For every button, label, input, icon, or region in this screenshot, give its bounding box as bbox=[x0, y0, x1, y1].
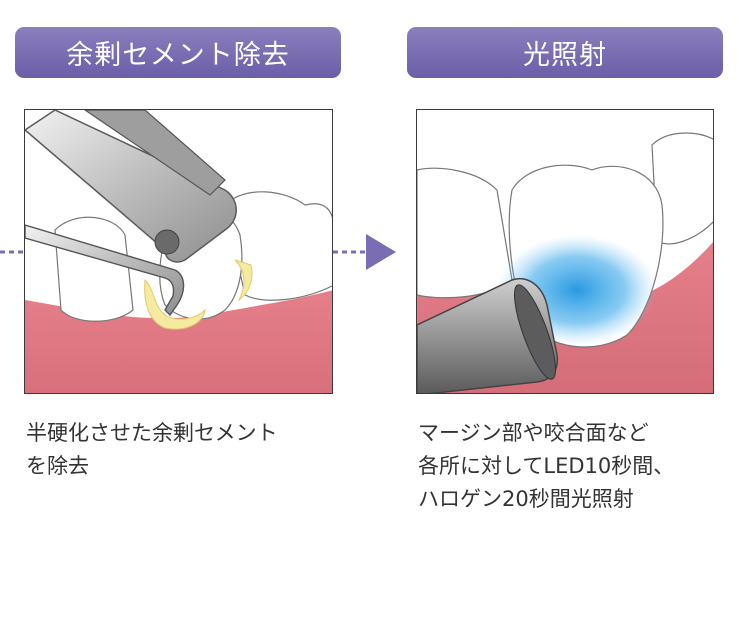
tooth-right bbox=[651, 132, 713, 245]
step1-title-badge: 余剰セメント除去 bbox=[15, 27, 341, 78]
step1-title: 余剰セメント除去 bbox=[66, 40, 290, 71]
step1-caption: 半硬化させた余剰セメント を除去 bbox=[26, 417, 336, 483]
arrow-right-icon bbox=[366, 234, 396, 270]
excess-cement bbox=[144, 278, 206, 330]
step2-caption-line2: 各所に対してLED10秒間、 bbox=[418, 454, 675, 478]
step2-caption-line3: ハロゲン20秒間光照射 bbox=[418, 487, 634, 511]
curing-tip-end bbox=[514, 284, 556, 380]
step2-caption-line1: マージン部や咬合面など bbox=[418, 421, 649, 445]
step2-caption: マージン部や咬合面など 各所に対してLED10秒間、 ハロゲン20秒間光照射 bbox=[418, 417, 738, 516]
forceps-pivot bbox=[154, 229, 180, 255]
step1-caption-line1: 半硬化させた余剰セメント bbox=[26, 421, 278, 445]
step-connector bbox=[0, 234, 396, 270]
forceps-instrument-icon bbox=[25, 110, 237, 263]
forceps-upper-jaw bbox=[83, 110, 226, 196]
tooth-left bbox=[54, 216, 134, 322]
excess-cement-right bbox=[234, 259, 253, 302]
step1-caption-line2: を除去 bbox=[26, 454, 89, 478]
scaler-instrument-icon bbox=[25, 224, 185, 317]
step1-illustration bbox=[24, 109, 333, 394]
tooth-left bbox=[417, 167, 513, 299]
step2-illustration bbox=[416, 109, 714, 394]
step2-title: 光照射 bbox=[523, 40, 607, 71]
step2-title-badge: 光照射 bbox=[407, 27, 723, 78]
